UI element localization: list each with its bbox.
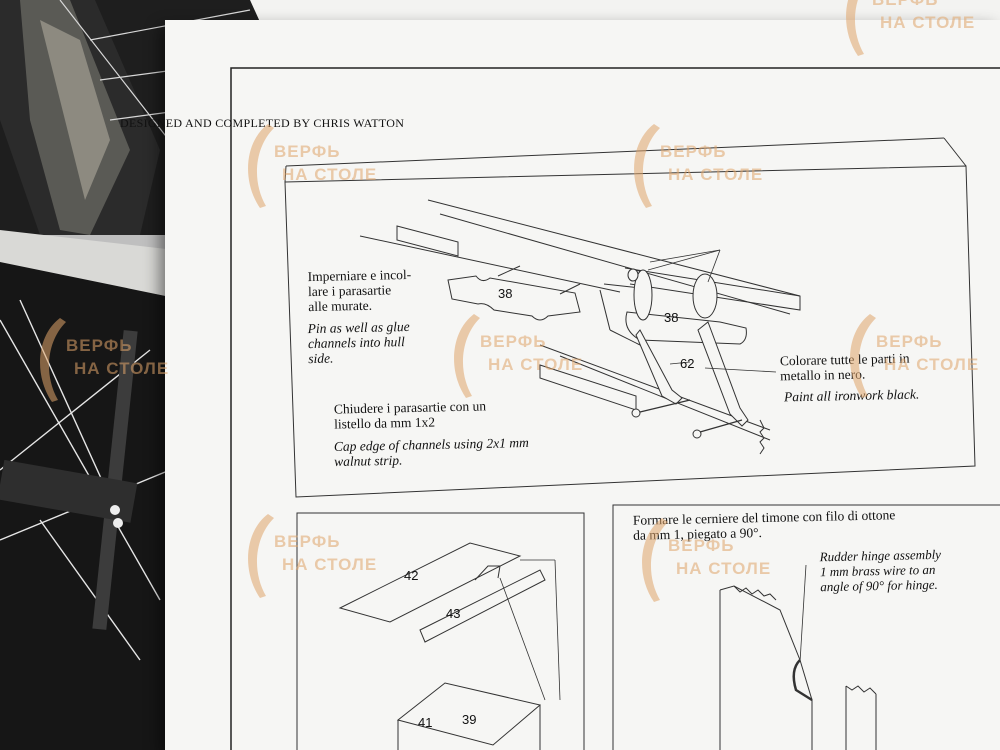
- part-number-39: 39: [462, 712, 477, 727]
- rudder-instruction-english: Rudder hinge assembly 1 mm brass wire to…: [819, 546, 942, 595]
- part-number-42: 42: [404, 568, 419, 583]
- paint-instruction-english: Paint all ironwork black.: [783, 386, 920, 405]
- pin-instruction-english: Pin as well as glue channels into hull s…: [307, 318, 410, 367]
- paint-instruction-italian: Colorare tutte le parti in metallo in ne…: [779, 350, 910, 384]
- cap-instruction-english: Cap edge of channels using 2x1 mm walnut…: [333, 434, 529, 470]
- part-number-43: 43: [446, 606, 461, 621]
- part-number-41: 41: [418, 715, 433, 730]
- rudder-instruction-italian: Formare le cerniere del timone con filo …: [632, 507, 896, 543]
- cap-instruction-italian: Chiudere i parasartie con un listello da…: [333, 398, 487, 432]
- designer-credit: DESIGNED AND COMPLETED BY CHRIS WATTON: [120, 116, 405, 130]
- part-number-38-right: 38: [664, 310, 679, 325]
- part-number-38-channel: 38: [498, 286, 513, 301]
- part-number-62: 62: [680, 356, 695, 371]
- pin-instruction-italian: Imperniare e incol- lare i parasartie al…: [307, 266, 412, 315]
